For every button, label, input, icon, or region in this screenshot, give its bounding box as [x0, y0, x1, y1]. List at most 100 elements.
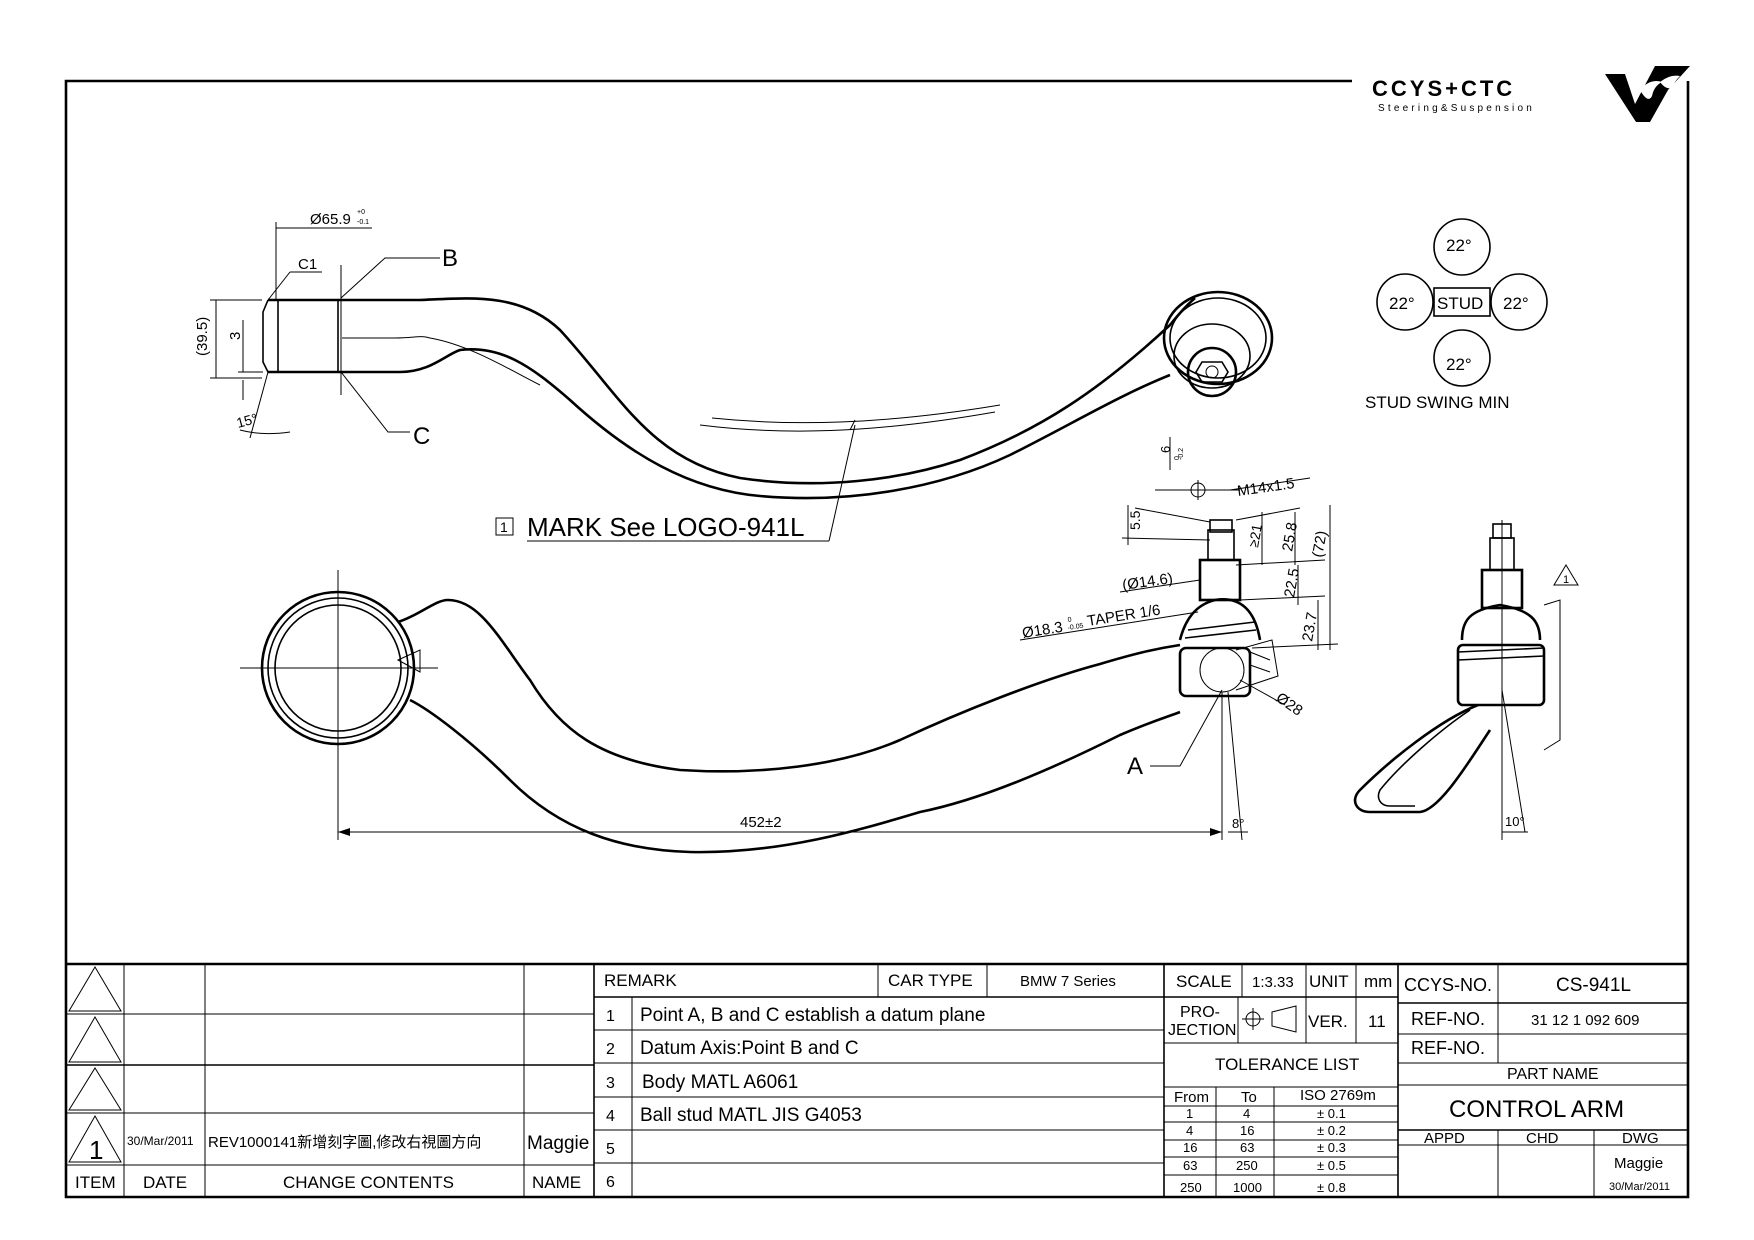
unit-value: mm	[1364, 972, 1392, 991]
stud-swing-diagram: 22° 22° 22° 22° STUD STUD SWING MIN	[1365, 218, 1548, 412]
dim-3: 3	[227, 332, 244, 340]
ccys-no-value: CS-941L	[1556, 975, 1631, 996]
svg-text:-0.1: -0.1	[357, 219, 369, 226]
top-view-dimensions: Ø65.9 +0 -0.1 C1 B C (39.5) 3 15°	[194, 209, 458, 450]
part-name-label: PART NAME	[1507, 1066, 1599, 1083]
svg-text:4: 4	[606, 1108, 615, 1125]
dim-dia-14-6: (Ø14.6)	[1121, 570, 1174, 594]
dwg-date: 30/Mar/2011	[1609, 1181, 1670, 1193]
logo-tagline: Steering&Suspension	[1378, 103, 1535, 114]
dim-taper-label: TAPER 1/6	[1086, 602, 1162, 630]
svg-text:± 0.5: ± 0.5	[1317, 1158, 1346, 1173]
ver-label: VER.	[1308, 1012, 1348, 1031]
mark-note: 1 MARK See LOGO-941L	[495, 424, 856, 542]
projection-label-1: PRO-	[1180, 1004, 1220, 1021]
tolerance-title: TOLERANCE LIST	[1215, 1055, 1359, 1074]
dim-39-5: (39.5)	[194, 317, 211, 356]
title-block	[1398, 964, 1688, 1197]
scale-label: SCALE	[1176, 972, 1232, 991]
ref-no-label: REF-NO.	[1411, 1009, 1485, 1029]
remark-3: Body MATL A6061	[642, 1072, 798, 1093]
top-view	[262, 265, 1274, 500]
svg-text:6: 6	[606, 1174, 615, 1191]
car-type-label: CAR TYPE	[888, 971, 973, 990]
stud-top-angle: 22°	[1446, 236, 1472, 255]
stud-right-angle: 22°	[1503, 294, 1529, 313]
dim-25-8: 25.8	[1279, 521, 1301, 553]
front-view	[240, 519, 1279, 854]
ref-no-value: 31 12 1 092 609	[1531, 1012, 1639, 1029]
ccys-no-label: CCYS-NO.	[1404, 975, 1492, 995]
side-view: 10° 1	[1353, 520, 1579, 840]
chd-label: CHD	[1526, 1130, 1559, 1147]
svg-text:2: 2	[606, 1041, 615, 1058]
dim-dia-28: Ø28	[1273, 689, 1306, 719]
svg-text:63: 63	[1240, 1140, 1254, 1155]
svg-text:From: From	[1174, 1089, 1209, 1106]
svg-text:± 0.8: ± 0.8	[1317, 1180, 1346, 1195]
svg-text:ISO 2769m: ISO 2769m	[1300, 1087, 1376, 1104]
svg-text:1: 1	[1186, 1106, 1193, 1121]
point-a-label: A	[1127, 753, 1143, 780]
dim-23-7: 23.7	[1299, 611, 1321, 643]
svg-text:3: 3	[606, 1075, 615, 1092]
revision-triangle-icon	[1553, 564, 1579, 586]
remark-header: REMARK	[604, 971, 677, 990]
col-header-contents: CHANGE CONTENTS	[283, 1173, 454, 1192]
stud-swing-caption: STUD SWING MIN	[1365, 393, 1510, 412]
dim-72: (72)	[1309, 529, 1330, 558]
dim-thread-m14: M14x1.5	[1236, 475, 1295, 500]
dwg-label: DWG	[1622, 1130, 1659, 1147]
mark-note-item: 1	[500, 519, 508, 535]
dim-angle-15: 15°	[235, 410, 260, 431]
svg-text:4: 4	[1186, 1123, 1193, 1138]
point-b-label: B	[442, 245, 458, 272]
stud-center-label: STUD	[1437, 294, 1483, 313]
dim-5-5: 5.5	[1127, 510, 1143, 530]
mark-note-text: MARK See LOGO-941L	[527, 512, 804, 542]
unit-label: UNIT	[1309, 972, 1349, 991]
dim-22-5: 22.5	[1281, 567, 1303, 599]
projection-label-2: JECTION	[1168, 1022, 1236, 1039]
revision-item: 1	[89, 1135, 103, 1165]
scale-value: 1:3.33	[1252, 974, 1294, 991]
specs-block	[1164, 964, 1399, 1197]
dim-chamfer-c1: C1	[298, 256, 317, 273]
svg-text:250: 250	[1236, 1158, 1258, 1173]
revision-contents: REV1000141新增刻字圖,修改右視圖方向	[208, 1134, 481, 1151]
svg-text:-0.05: -0.05	[1067, 623, 1084, 632]
sheet-border	[64, 79, 1690, 1199]
col-header-item: ITEM	[75, 1173, 116, 1192]
svg-text:63: 63	[1183, 1158, 1197, 1173]
svg-text:16: 16	[1240, 1123, 1254, 1138]
company-logo: CCYS+CTC Steering&Suspension	[1372, 66, 1690, 122]
svg-text:± 0.2: ± 0.2	[1317, 1123, 1346, 1138]
svg-text:0: 0	[1174, 456, 1181, 460]
remark-4: Ball stud MATL JIS G4053	[640, 1105, 862, 1126]
dim-21: ≥21	[1245, 523, 1265, 549]
dim-length-452: 452±2	[740, 814, 782, 831]
svg-text:250: 250	[1180, 1180, 1202, 1195]
svg-text:± 0.1: ± 0.1	[1317, 1106, 1346, 1121]
dim-dia-65-9: Ø65.9	[310, 211, 351, 228]
svg-text:1000: 1000	[1233, 1180, 1262, 1195]
stud-left-angle: 22°	[1389, 294, 1415, 313]
svg-text:0: 0	[1067, 616, 1072, 624]
svg-text:1: 1	[606, 1008, 615, 1025]
col-header-name: NAME	[532, 1173, 581, 1192]
ver-value: 11	[1368, 1012, 1386, 1031]
svg-text:To: To	[1241, 1089, 1257, 1106]
svg-text:+0: +0	[357, 209, 365, 216]
svg-text:16: 16	[1183, 1140, 1197, 1155]
dim-angle-8: 8°	[1232, 816, 1244, 831]
remarks-block	[594, 964, 1165, 1197]
dim-angle-10: 10°	[1505, 814, 1525, 829]
dim-6: 6	[1158, 446, 1173, 453]
svg-text:-0.2: -0.2	[1178, 448, 1185, 460]
logo-brand: CCYS+CTC	[1372, 76, 1515, 101]
svg-text:5: 5	[606, 1141, 615, 1158]
revision-date: 30/Mar/2011	[127, 1134, 194, 1148]
remark-2: Datum Axis:Point B and C	[640, 1038, 859, 1059]
remark-1: Point A, B and C establish a datum plane	[640, 1005, 985, 1026]
